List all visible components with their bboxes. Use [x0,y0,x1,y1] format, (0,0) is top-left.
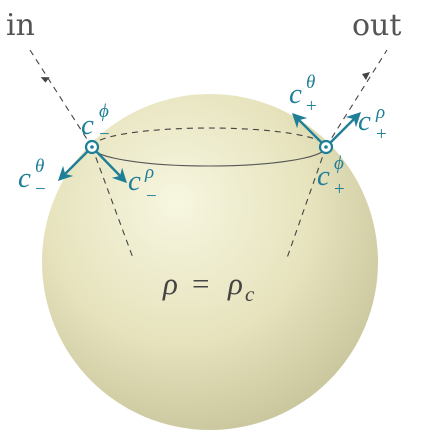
vector-plus-rho [325,111,362,148]
incoming-ray [29,49,93,148]
vector-plus-theta [291,112,327,148]
label-in: in [6,8,35,43]
ring-front-solid [91,146,327,167]
outgoing-arrowhead [362,72,370,80]
inner-ray-left [91,146,134,259]
vector-minus-theta [57,146,93,182]
outgoing-ray [325,49,388,148]
incoming-arrowhead [40,77,50,83]
label-out: out [352,8,401,43]
point-minus-dot [90,145,94,149]
vector-minus-rho [91,146,128,184]
point-plus-dot [324,145,328,149]
ring-back-dashed [91,127,327,148]
inner-ray-right [286,146,327,259]
